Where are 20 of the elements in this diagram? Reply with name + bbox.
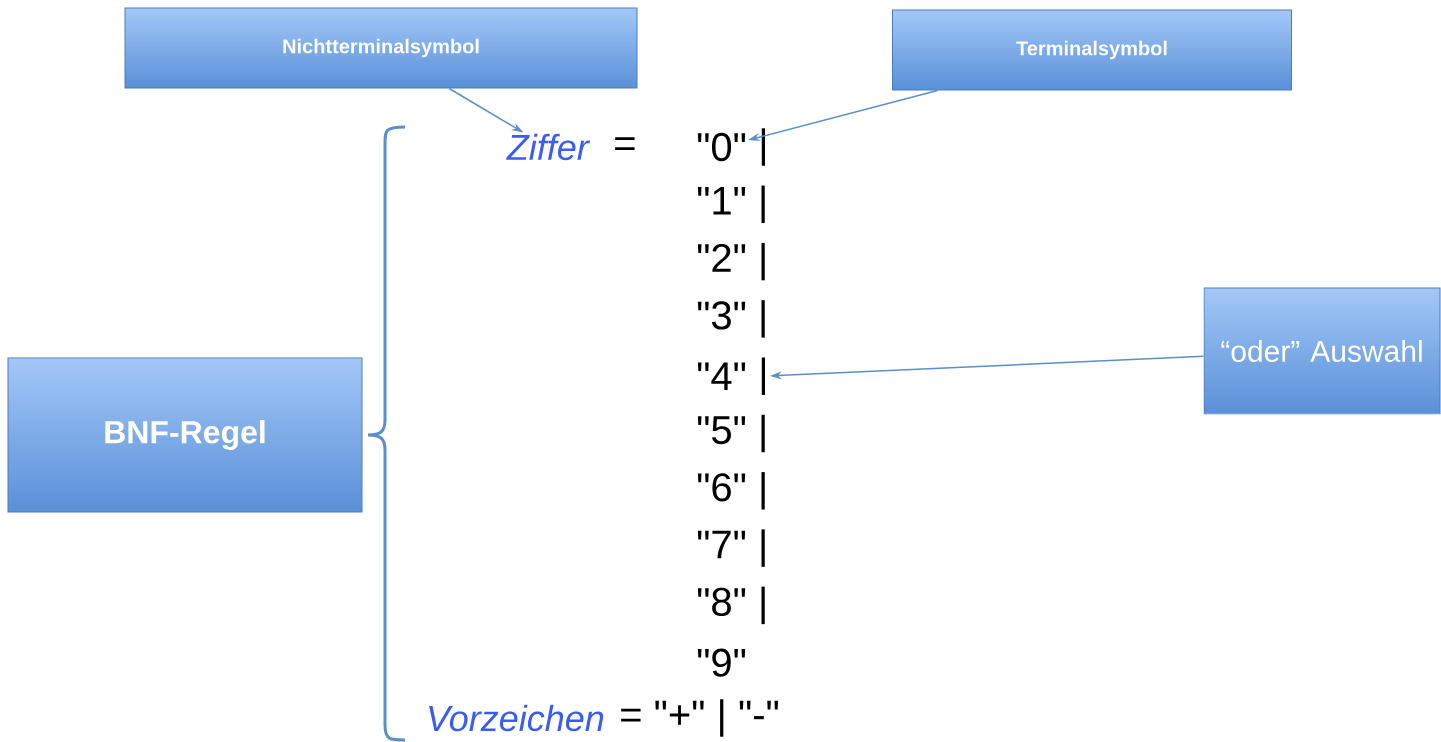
terminal-text: "0" [697, 132, 746, 162]
rule-text: "7" | [697, 529, 765, 567]
rule-text: "5" | [697, 414, 765, 453]
separator-text: | [761, 128, 766, 166]
terminal-text: "4" [697, 362, 746, 390]
nonterminal-text: Vorzeichen [429, 704, 604, 732]
separator-text: | [761, 357, 766, 395]
label-box: Nichtterminalsymbol [124, 7, 638, 89]
label-box: BNF-Regel [7, 357, 363, 513]
rule-text: "2" | [697, 242, 765, 281]
rule-text: = "+" | "-" [621, 699, 779, 737]
rule-text: "6" | [697, 472, 765, 510]
label-box: “oder” Auswahl [1203, 287, 1441, 415]
terminal-text: "9" [697, 648, 746, 677]
nonterminal-text: Ziffer [506, 133, 591, 161]
equals-sign: = [615, 137, 635, 151]
rule-text: "1" | [697, 185, 765, 224]
label-box: Terminalsymbol [892, 9, 1292, 91]
rule-text: "8" | [697, 586, 765, 625]
rule-text: "3" | [697, 300, 765, 338]
